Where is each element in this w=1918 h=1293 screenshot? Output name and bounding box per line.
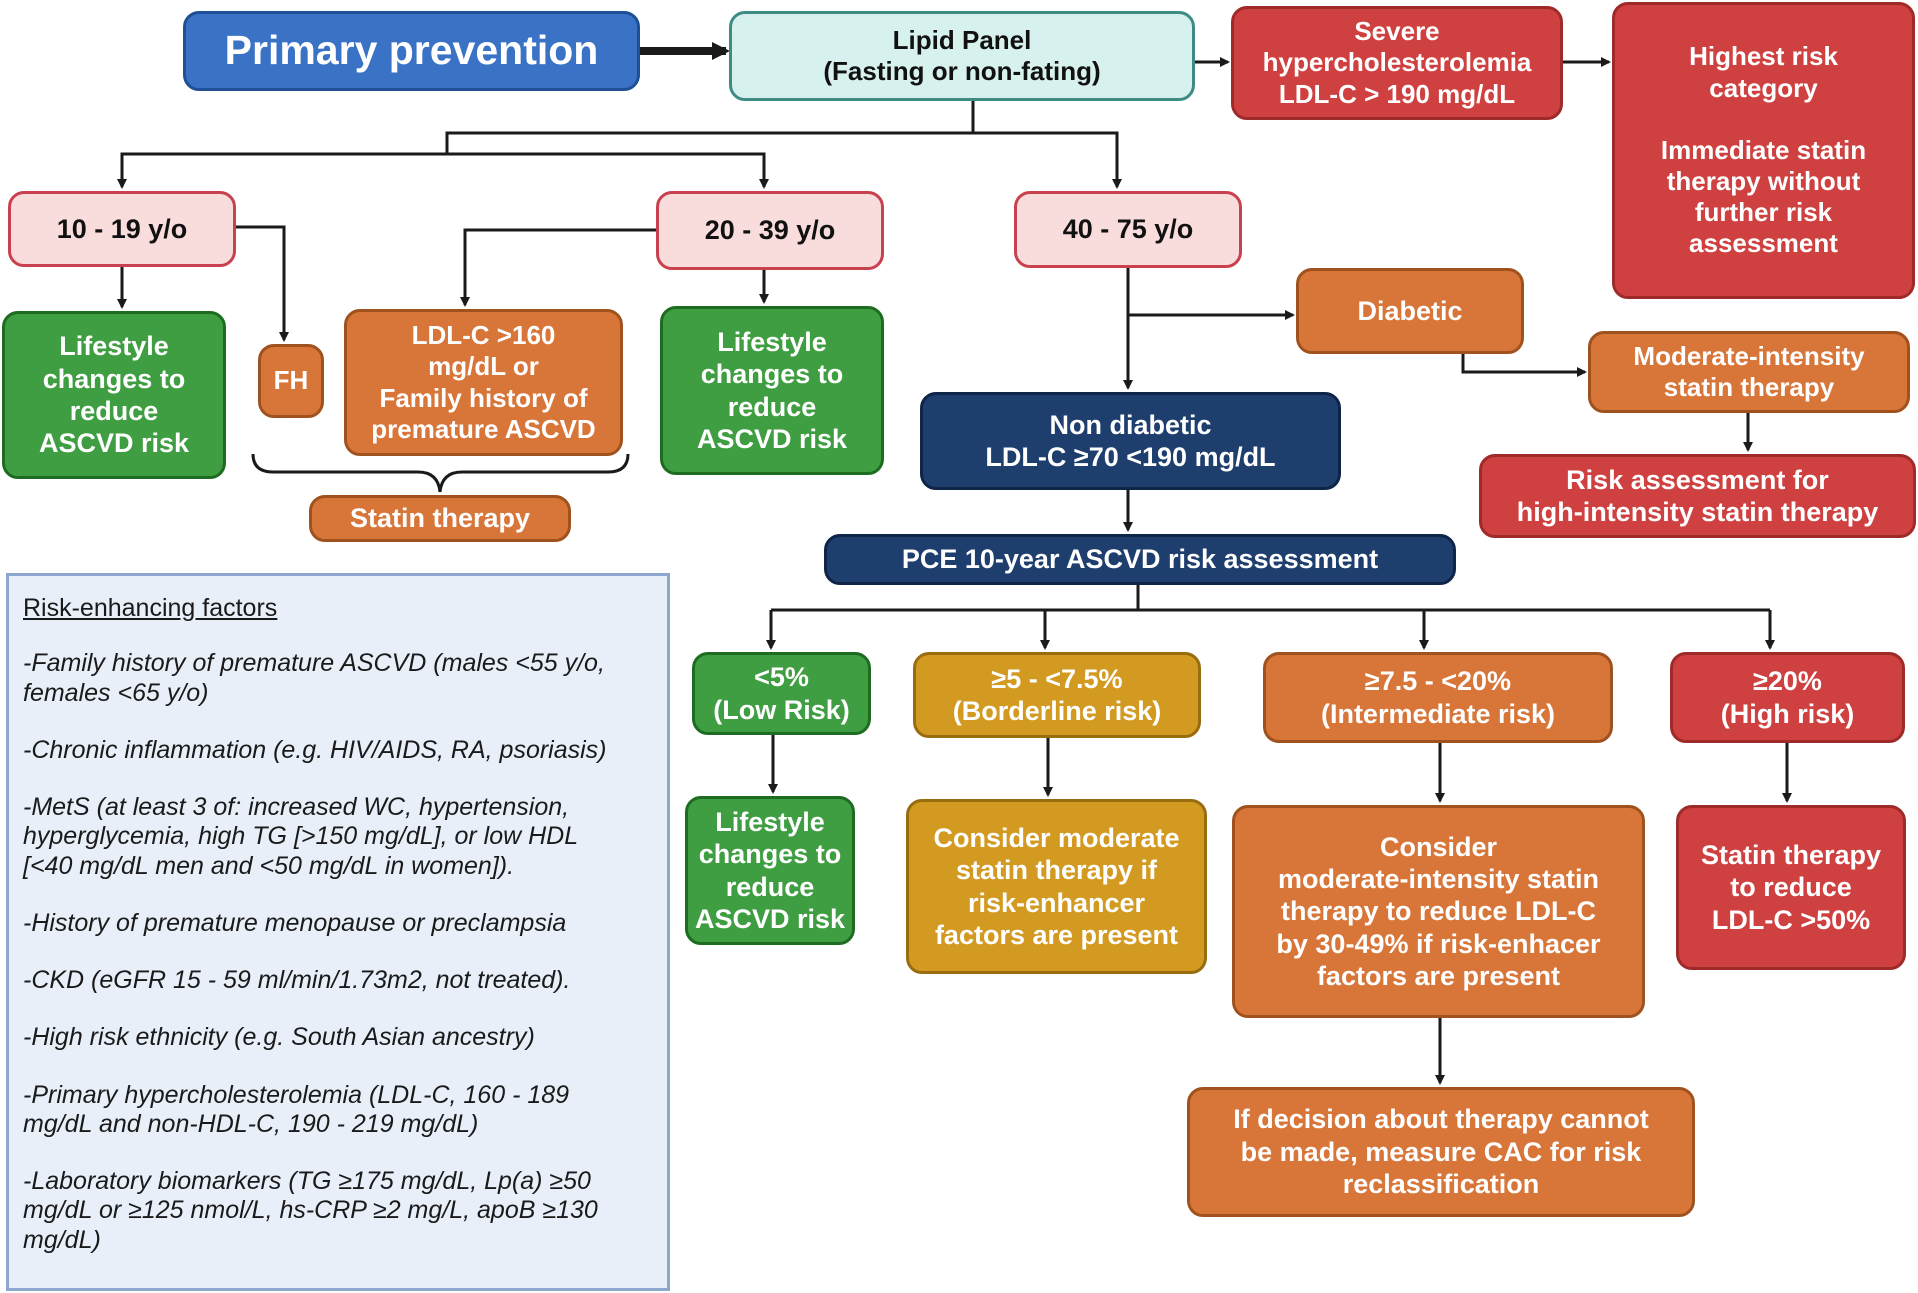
lifestyle-changes-box-c: Lifestyle changes to reduce ASCVD risk <box>685 796 855 945</box>
age-40-75-box: 40 - 75 y/o <box>1014 191 1242 268</box>
consider-moderate-box: Consider moderate statin therapy if risk… <box>906 799 1207 974</box>
lipid-panel-box: Lipid Panel (Fasting or non-fating) <box>729 11 1195 101</box>
lifestyle-changes-label-a: Lifestyle changes to reduce ASCVD risk <box>38 331 190 459</box>
borderline-risk-label: ≥5 - <7.5% (Borderline risk) <box>952 663 1162 726</box>
intermediate-risk-box: ≥7.5 - <20% (Intermediate risk) <box>1263 652 1613 743</box>
age-20-39-label: 20 - 39 y/o <box>704 215 836 246</box>
consider-intermediate-label: Consider moderate-intensity statin thera… <box>1276 831 1601 992</box>
fh-label: FH <box>273 365 309 396</box>
statin-reduce-box: Statin therapy to reduce LDL-C >50% <box>1676 805 1906 970</box>
high-risk-label: ≥20% (High risk) <box>1720 666 1855 729</box>
age-10-19-label: 10 - 19 y/o <box>56 213 188 244</box>
high-risk-box: ≥20% (High risk) <box>1670 652 1905 743</box>
lifestyle-changes-box-b: Lifestyle changes to reduce ASCVD risk <box>660 306 884 475</box>
cac-box: If decision about therapy cannot be made… <box>1187 1087 1695 1217</box>
ldl-160-label: LDL-C >160 mg/dL or Family history of pr… <box>371 320 596 444</box>
low-risk-box: <5% (Low Risk) <box>692 652 871 735</box>
diabetic-box: Diabetic <box>1296 268 1524 354</box>
lipid-panel-label: Lipid Panel (Fasting or non-fating) <box>823 24 1101 86</box>
risk-enhancing-factors-title: Risk-enhancing factors <box>23 594 278 622</box>
highest-risk-label: Highest risk category Immediate statin t… <box>1660 41 1867 259</box>
non-diabetic-label: Non diabetic LDL-C ≥70 <190 mg/dL <box>985 409 1276 472</box>
statin-therapy-box: Statin therapy <box>309 495 571 542</box>
highest-risk-box: Highest risk category Immediate statin t… <box>1612 2 1915 299</box>
diabetic-label: Diabetic <box>1357 295 1463 326</box>
risk-factor-item: -Chronic inflammation (e.g. HIV/AIDS, RA… <box>23 735 607 764</box>
risk-enhancing-factors-panel: Risk-enhancing factors -Family history o… <box>6 573 670 1291</box>
consider-moderate-label: Consider moderate statin therapy if risk… <box>933 822 1180 950</box>
low-risk-label: <5% (Low Risk) <box>713 662 850 725</box>
age-20-39-box: 20 - 39 y/o <box>656 191 884 270</box>
risk-factor-item: -CKD (eGFR 15 - 59 ml/min/1.73m2, not tr… <box>23 966 571 994</box>
fh-box: FH <box>258 344 324 418</box>
risk-factor-item: -History of premature menopause or precl… <box>23 908 567 937</box>
severe-hypercholesterolemia-label: Severe hypercholesterolemia LDL-C > 190 … <box>1262 16 1532 109</box>
age-40-75-label: 40 - 75 y/o <box>1062 214 1194 245</box>
severe-hypercholesterolemia-box: Severe hypercholesterolemia LDL-C > 190 … <box>1231 6 1563 120</box>
lifestyle-changes-label-b: Lifestyle changes to reduce ASCVD risk <box>696 326 848 454</box>
lifestyle-changes-label-c: Lifestyle changes to reduce ASCVD risk <box>694 806 846 934</box>
risk-factor-item: -Family history of premature ASCVD (male… <box>23 649 605 707</box>
consider-intermediate-box: Consider moderate-intensity statin thera… <box>1232 805 1645 1018</box>
age-10-19-box: 10 - 19 y/o <box>8 191 236 267</box>
risk-factor-item: -Primary hypercholesterolemia (LDL-C, 16… <box>23 1080 570 1138</box>
risk-assessment-high-label: Risk assessment for high-intensity stati… <box>1516 464 1879 527</box>
cac-label: If decision about therapy cannot be made… <box>1233 1104 1649 1200</box>
ldl-160-box: LDL-C >160 mg/dL or Family history of pr… <box>344 309 623 456</box>
moderate-intensity-label: Moderate-intensity statin therapy <box>1633 340 1865 402</box>
pce-label: PCE 10-year ASCVD risk assessment <box>901 544 1379 575</box>
risk-assessment-high-box: Risk assessment for high-intensity stati… <box>1479 454 1916 538</box>
statin-therapy-label: Statin therapy <box>349 503 531 534</box>
primary-prevention-label: Primary prevention <box>224 27 599 74</box>
moderate-intensity-box: Moderate-intensity statin therapy <box>1588 331 1910 413</box>
statin-reduce-label: Statin therapy to reduce LDL-C >50% <box>1700 839 1882 935</box>
primary-prevention-box: Primary prevention <box>183 11 640 91</box>
lifestyle-changes-box-a: Lifestyle changes to reduce ASCVD risk <box>2 311 226 479</box>
non-diabetic-box: Non diabetic LDL-C ≥70 <190 mg/dL <box>920 392 1341 490</box>
intermediate-risk-label: ≥7.5 - <20% (Intermediate risk) <box>1320 666 1556 729</box>
risk-factor-item: -MetS (at least 3 of: increased WC, hype… <box>23 793 579 880</box>
risk-factor-item: -Laboratory biomarkers (TG ≥175 mg/dL, L… <box>23 1167 598 1254</box>
risk-factor-item: -High risk ethnicity (e.g. South Asian a… <box>23 1023 535 1052</box>
borderline-risk-box: ≥5 - <7.5% (Borderline risk) <box>913 652 1201 738</box>
pce-box: PCE 10-year ASCVD risk assessment <box>824 534 1456 585</box>
